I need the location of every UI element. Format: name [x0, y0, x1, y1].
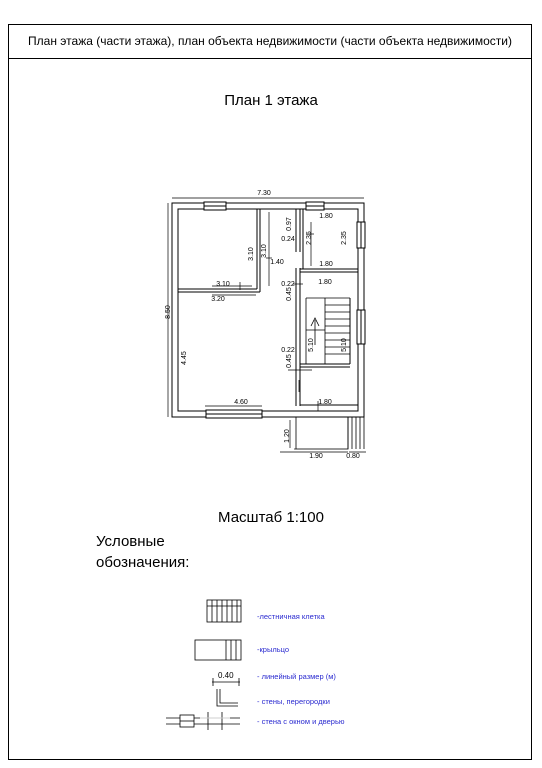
- floor-plan: [167, 197, 366, 453]
- dim-porch-height: 1.20: [284, 429, 291, 443]
- legend-label-porch: -крыльцо: [257, 645, 289, 654]
- dim-room1-height-b: 3.10: [261, 244, 268, 258]
- legend-label-stair: -лестничная клетка: [257, 612, 325, 621]
- dim-stair-length-b: 5.10: [341, 338, 348, 352]
- dim-living-width: 4.60: [234, 399, 248, 406]
- windows: [203, 201, 366, 419]
- dim-room1-width-b: 3.20: [211, 296, 225, 303]
- dimension-labels: 7.30 8.50 3.10 3.10 3.10 3.20 1.40 0.97 …: [165, 190, 360, 460]
- dim-stair-length-a: 5.10: [308, 338, 315, 352]
- legend-title-line1: Условные: [96, 533, 165, 550]
- dim-wall-097: 0.97: [286, 217, 293, 231]
- drawing-frame: [8, 24, 532, 760]
- legend-label-wall-window-door: - стена с окном и дверью: [257, 717, 345, 726]
- legend-title: Условные обозначения:: [96, 531, 189, 573]
- dim-stair-top-width: 1.80: [318, 279, 332, 286]
- dim-living-height: 4.45: [181, 351, 188, 365]
- outer-wall-outer: [171, 202, 365, 418]
- outer-wall-inner: [177, 208, 359, 412]
- dim-overall-depth: 8.50: [165, 305, 172, 319]
- dim-overall-width: 7.30: [257, 190, 271, 197]
- dim-corridor-width: 1.40: [270, 259, 284, 266]
- legend-labels: -лестничная клетка -крыльцо 0.40 - линей…: [218, 612, 345, 726]
- legend-wall-symbol: [216, 689, 238, 707]
- legend: [166, 599, 242, 730]
- dim-wall-045-b: 0.45: [286, 354, 293, 368]
- scale-label: Масштаб 1:100: [218, 509, 324, 526]
- partitions: [178, 209, 358, 406]
- dim-bath-height-b: 2.35: [341, 231, 348, 245]
- dim-porch-step-width: 0.80: [346, 453, 360, 460]
- legend-wall-window-door-symbol: [166, 712, 240, 730]
- legend-label-dimension: - линейный размер (м): [257, 672, 336, 681]
- legend-stair-symbol: [206, 599, 242, 623]
- dim-wall-022-b: 0.22: [281, 347, 295, 354]
- dim-bath-bottom-width: 1.80: [319, 261, 333, 268]
- dim-wall-045-a: 0.45: [286, 287, 293, 301]
- dim-wall-022-a: 0.22: [281, 281, 295, 288]
- legend-title-line2: обозначения:: [96, 554, 190, 571]
- legend-porch-symbol: [194, 639, 242, 661]
- dim-room1-width: 3.10: [216, 281, 230, 288]
- dim-bath-top-width: 1.80: [319, 213, 333, 220]
- legend-dimension-sample: 0.40: [218, 671, 234, 680]
- dimension-lines: [167, 197, 366, 453]
- porch: [295, 416, 365, 450]
- legend-label-walls: - стены, перегородки: [257, 697, 330, 706]
- dim-wall-024: 0.24: [281, 236, 295, 243]
- dim-hall-width: 1.80: [318, 399, 332, 406]
- staircase: [305, 297, 350, 364]
- dim-room1-height: 3.10: [248, 247, 255, 261]
- dim-porch-width: 1.90: [309, 453, 323, 460]
- plan-title: План 1 этажа: [224, 92, 318, 109]
- dim-bath-height-a: 2.35: [306, 231, 313, 245]
- sheet-header: План этажа (части этажа), план объекта н…: [8, 24, 532, 59]
- legend-dimension-symbol: [212, 678, 240, 686]
